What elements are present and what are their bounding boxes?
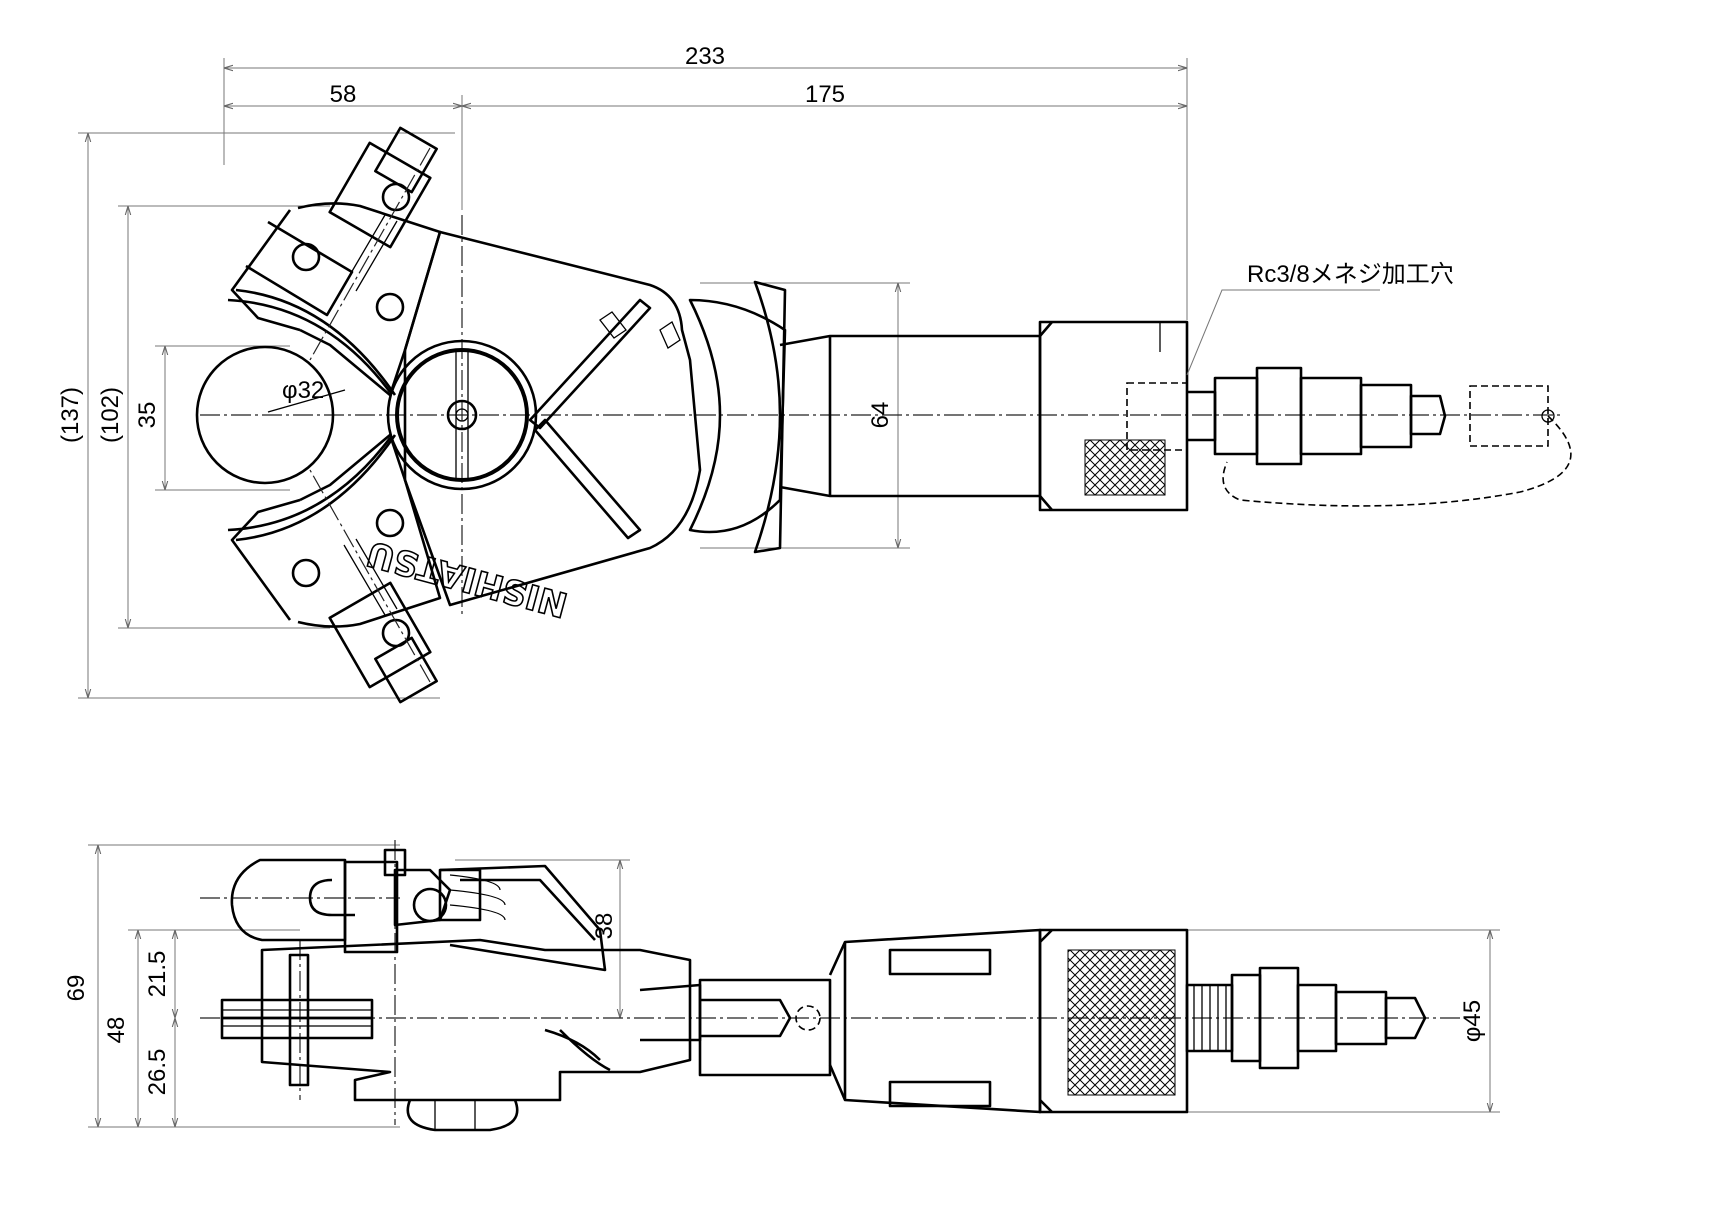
dim-overall-height: (137) [57,387,84,443]
grip-knurl [1084,439,1166,496]
dim-side-upper-half: 21.5 [144,951,171,998]
dim-overall-length: 233 [685,43,725,70]
dim-jaw-span: 35 [134,402,161,429]
dim-side-height: 69 [63,975,90,1002]
dim-bore-diameter: φ32 [282,377,324,404]
port-callout: Rc3/8メネジ加工穴 [1247,261,1454,288]
lower-jaw [227,433,442,704]
pivot-disc [395,348,529,482]
dim-grip-diameter: φ45 [1459,1000,1486,1042]
body-tube [779,334,1042,498]
side-view: 69 48 21.5 26.5 38 φ45 [63,840,1500,1132]
side-body-tube [828,928,1042,1114]
side-upper-clamp [230,858,347,942]
dim-inner-height: (102) [97,387,124,443]
top-view: 233 58 175 (137) (102) 35 φ32 64 [57,43,1572,704]
dim-head-length: 58 [330,81,357,108]
dim-body-length: 175 [805,81,845,108]
head-body [403,230,702,607]
dim-side-lower-half: 26.5 [144,1049,171,1096]
side-jaw-plates [260,938,692,1102]
trigger-lever [688,298,787,534]
brand-label: NISHIATSU [363,533,572,625]
dim-side-lower-height: 48 [103,1017,130,1044]
upper-jaw [227,126,442,397]
bore-circle [195,345,335,485]
side-grip-knurl [1067,949,1176,1096]
